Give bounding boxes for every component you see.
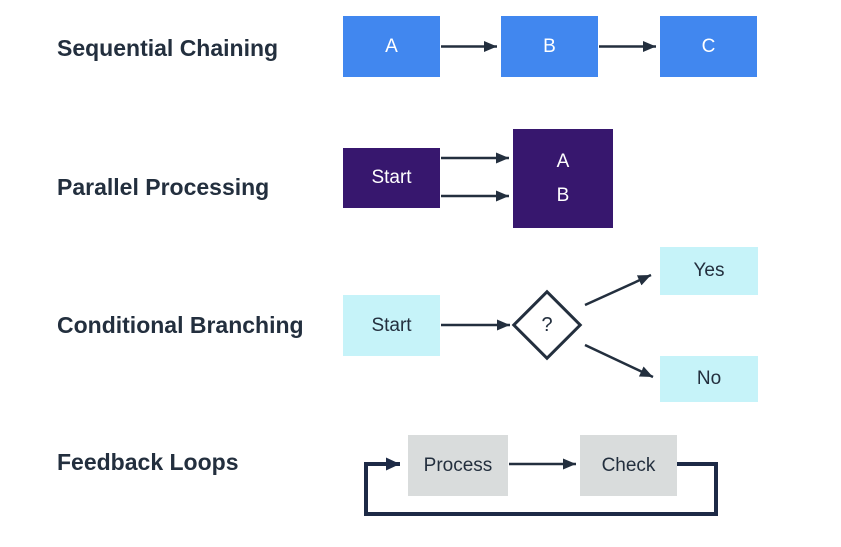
node-label: Start	[371, 314, 412, 336]
node-label: C	[701, 35, 716, 57]
node-label: Process	[423, 454, 493, 476]
arrow-decision-to-yes	[584, 273, 652, 307]
node-parallel-merged: A B	[513, 129, 613, 228]
node-label: No	[696, 368, 722, 389]
node-label: A	[556, 150, 570, 172]
decision-label: ?	[541, 313, 553, 336]
node-branch-yes: Yes	[660, 247, 758, 295]
feedback-loop-arrow	[364, 457, 718, 516]
row-label-parallel-processing: Parallel Processing	[57, 174, 270, 200]
node-label: A	[385, 35, 398, 57]
node-feedback-process: Process	[408, 435, 508, 496]
node-parallel-start: Start	[343, 148, 440, 208]
node-label: B	[543, 35, 556, 57]
node-branch-no: No	[660, 356, 758, 402]
node-label: Yes	[693, 260, 725, 281]
node-feedback-check: Check	[580, 435, 677, 496]
node-conditional-start: Start	[343, 295, 440, 356]
node-sequential-b: B	[501, 16, 598, 77]
node-sequential-c: C	[660, 16, 757, 77]
row-label-conditional-branching: Conditional Branching	[57, 312, 304, 338]
arrow-decision-to-no	[584, 343, 654, 379]
row-label-feedback-loops: Feedback Loops	[57, 449, 239, 475]
node-label: B	[556, 184, 570, 206]
node-label: Start	[371, 167, 412, 188]
node-label: Check	[601, 454, 656, 476]
row-label-sequential-chaining: Sequential Chaining	[57, 35, 279, 61]
node-sequential-a: A	[343, 16, 440, 77]
